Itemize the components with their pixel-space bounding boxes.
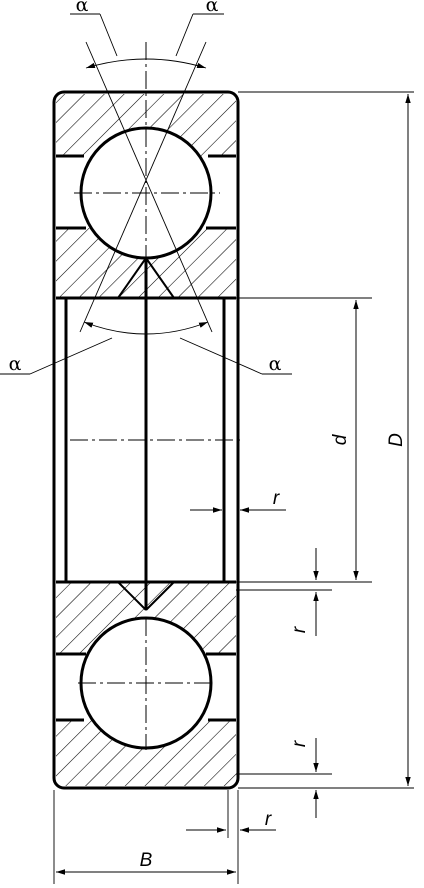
dim-D-label: D bbox=[386, 433, 407, 447]
alpha-label-top-left: α bbox=[76, 0, 89, 16]
alpha-label-mid-left: α bbox=[9, 353, 22, 375]
alpha-label-top-right: α bbox=[206, 0, 219, 16]
contact-angle-lines bbox=[0, 13, 292, 375]
labels: α α α α D d r r r r B bbox=[9, 0, 407, 871]
center-lines bbox=[70, 42, 244, 750]
dim-r-label-inner: r bbox=[289, 626, 310, 633]
alpha-label-mid-right: α bbox=[269, 353, 282, 375]
dim-B-label: B bbox=[140, 850, 153, 871]
dim-r-label-outer: r bbox=[289, 740, 310, 747]
dim-r-label-bore: r bbox=[273, 488, 280, 509]
bearing-outline bbox=[52, 90, 240, 790]
dim-r-label-side: r bbox=[265, 809, 272, 830]
extension-lines bbox=[53, 91, 414, 884]
dim-d-label: d bbox=[330, 433, 351, 445]
dimension-lines bbox=[56, 94, 411, 875]
